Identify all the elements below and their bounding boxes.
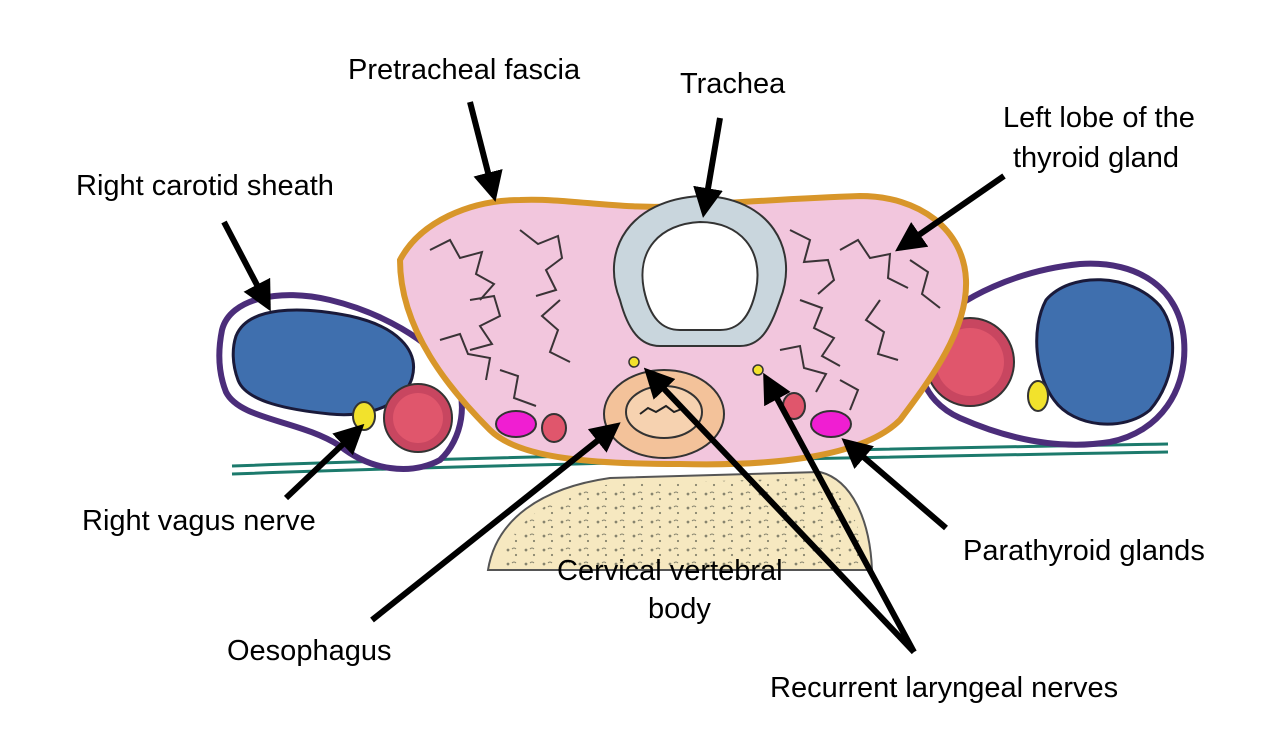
right-recurrent-laryngeal-nerve-shape bbox=[752, 364, 764, 376]
pretracheal-fascia-arrow bbox=[467, 101, 503, 202]
recurrent-laryngeal-arrow-1 bbox=[643, 367, 917, 655]
right-carotid-sheath-shape bbox=[216, 292, 465, 472]
right-vagus-nerve-shape bbox=[352, 401, 376, 431]
trachea-shape bbox=[612, 194, 788, 347]
label-right-carotid-sheath: Right carotid sheath bbox=[76, 170, 334, 202]
label-cervical-vertebral-line1: Cervical vertebral bbox=[557, 555, 783, 587]
parathyroid-gland-right-shape bbox=[495, 410, 537, 438]
right-carotid-sheath-arrow bbox=[221, 220, 271, 312]
label-pretracheal-fascia: Pretracheal fascia bbox=[348, 54, 581, 86]
label-recurrent-laryngeal-nerves: Recurrent laryngeal nerves bbox=[770, 672, 1118, 704]
left-recurrent-laryngeal-nerve-shape bbox=[628, 356, 640, 368]
trachea-arrow bbox=[693, 117, 723, 218]
oesophagus-shape bbox=[603, 369, 725, 459]
parathyroid-gland-left-shape bbox=[810, 410, 852, 438]
label-left-lobe-line1: Left lobe of the bbox=[1003, 102, 1195, 134]
label-parathyroid-glands: Parathyroid glands bbox=[963, 535, 1205, 567]
recurrent-laryngeal-arrow-2 bbox=[763, 372, 917, 654]
label-right-vagus-nerve: Right vagus nerve bbox=[82, 505, 316, 537]
label-oesophagus: Oesophagus bbox=[227, 635, 391, 667]
label-trachea: Trachea bbox=[680, 68, 786, 100]
label-left-lobe-line2: thyroid gland bbox=[1013, 142, 1179, 174]
oesophagus-arrow bbox=[370, 422, 621, 623]
parathyroid-glands-arrow bbox=[841, 438, 948, 531]
right-vagus-nerve-arrow bbox=[283, 423, 365, 501]
label-cervical-vertebral-line2: body bbox=[648, 593, 711, 625]
left-lobe-arrow bbox=[895, 173, 1006, 252]
inferior-thyroid-artery-right-shape bbox=[541, 413, 567, 443]
